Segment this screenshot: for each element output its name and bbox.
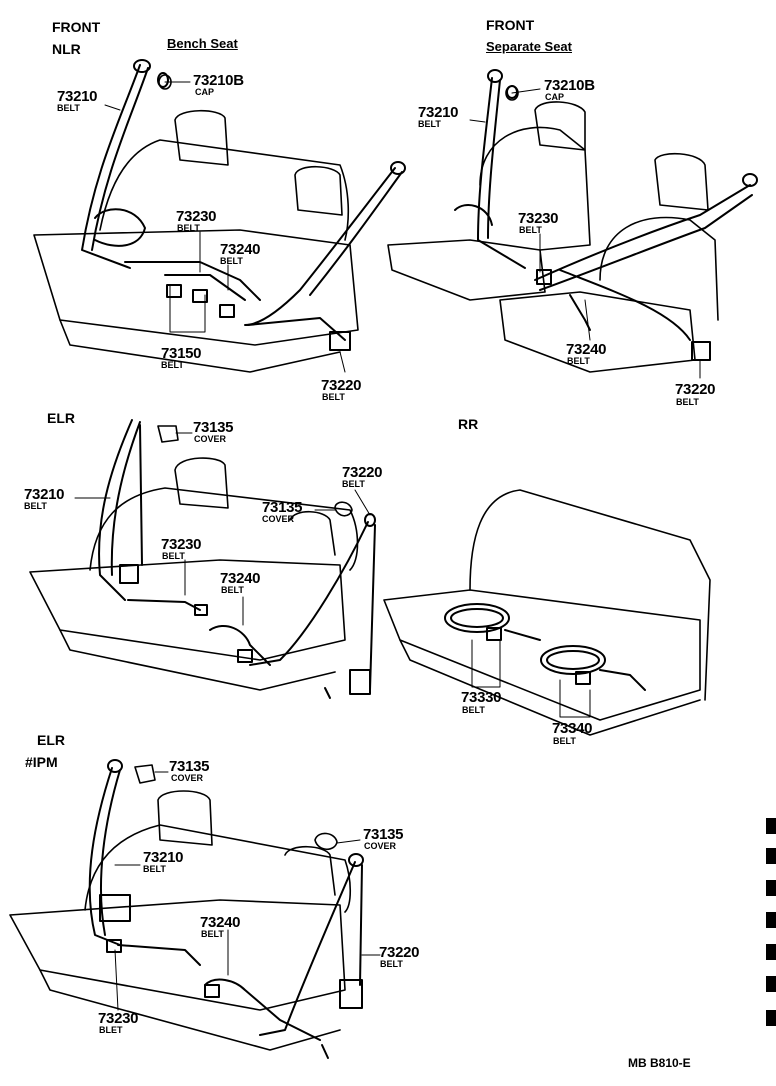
callout-description: CAP xyxy=(545,92,565,102)
callout-description: BELT xyxy=(143,864,166,874)
callout-description: BELT xyxy=(201,929,224,939)
callout-description: BELT xyxy=(553,736,576,746)
front-separate-seats xyxy=(387,101,719,373)
callout-part-number: 73135 xyxy=(169,758,210,775)
cap-cover-symbols xyxy=(134,74,519,851)
elr-bench-seat xyxy=(29,457,359,691)
callout-part-number: 73340 xyxy=(552,720,593,737)
callout-description: BELT xyxy=(322,392,345,402)
callout-part-number: 73330 xyxy=(461,689,502,706)
callout-part-number: 73220 xyxy=(342,464,383,481)
scan-edge-mark xyxy=(766,1010,776,1026)
scan-edge-mark xyxy=(766,912,776,928)
callout-description: BELT xyxy=(418,119,441,129)
callout-description: BELT xyxy=(462,705,485,715)
rr-heading: RR xyxy=(458,416,479,432)
callout-description: BELT xyxy=(57,103,80,113)
callout-description: BELT xyxy=(342,479,365,489)
front-sep-heading: FRONT xyxy=(486,17,535,33)
callout-part-number: 73230 xyxy=(161,536,202,553)
callout-description: BELT xyxy=(162,551,185,561)
callout-description: BELT xyxy=(380,959,403,969)
callout-description: BELT xyxy=(567,356,590,366)
front-nlr-heading: FRONT xyxy=(52,19,101,35)
callout-part-number: 73230 xyxy=(518,210,559,227)
callout-part-number: 73210 xyxy=(143,849,184,866)
callout-description: COVER xyxy=(194,434,227,444)
scan-edge-mark xyxy=(766,944,776,960)
callout-part-number: 73230 xyxy=(176,208,217,225)
callout-part-number: 73135 xyxy=(363,826,404,843)
elr-belts xyxy=(98,419,376,699)
callout-part-number: 73240 xyxy=(566,341,607,358)
callout-part-number: 73210B xyxy=(193,72,244,89)
figure-code: MB B810-E xyxy=(628,1056,691,1070)
rr-belts xyxy=(444,603,646,691)
callout-part-number: 73220 xyxy=(379,944,420,961)
front-nlr-subheading: NLR xyxy=(52,41,81,57)
elr-heading: ELR xyxy=(47,410,75,426)
elr-ipm-belts xyxy=(88,759,364,1059)
callout-description: BLET xyxy=(99,1025,123,1035)
front-nlr-variant: Bench Seat xyxy=(167,36,238,51)
front-nlr-belts xyxy=(81,59,406,351)
callout-description: BELT xyxy=(221,585,244,595)
callout-part-number: 73135 xyxy=(262,499,303,516)
callout-description: COVER xyxy=(262,514,295,524)
callout-part-number: 73220 xyxy=(675,381,716,398)
front-separate-belts xyxy=(454,69,758,361)
callout-part-number: 73210 xyxy=(57,88,98,105)
callout-part-number: 73240 xyxy=(220,570,261,587)
callout-part-number: 73240 xyxy=(200,914,241,931)
elr-ipm-subheading: #IPM xyxy=(25,754,58,770)
callout-part-number: 73150 xyxy=(161,345,202,362)
callout-description: COVER xyxy=(171,773,204,783)
callout-description: BELT xyxy=(177,223,200,233)
elr-ipm-bench-seat xyxy=(9,790,352,1051)
callout-part-number: 73135 xyxy=(193,419,234,436)
callout-description: CAP xyxy=(195,87,215,97)
scan-edge-mark xyxy=(766,818,776,834)
rr-bench-seat xyxy=(383,489,711,736)
callout-description: BELT xyxy=(220,256,243,266)
front-sep-variant: Separate Seat xyxy=(486,39,572,54)
callout-part-number: 73240 xyxy=(220,241,261,258)
leader-lines xyxy=(74,81,701,1011)
callout-description: BELT xyxy=(24,501,47,511)
callout-description: COVER xyxy=(364,841,397,851)
callout-part-number: 73210 xyxy=(418,104,459,121)
scan-edge-mark xyxy=(766,880,776,896)
callout-part-number: 73220 xyxy=(321,377,362,394)
callout-part-number: 73230 xyxy=(98,1010,139,1027)
callout-part-number: 73210B xyxy=(544,77,595,94)
scan-edge-mark xyxy=(766,848,776,864)
elr-ipm-heading: ELR xyxy=(37,732,65,748)
scan-edge-mark xyxy=(766,976,776,992)
callout-part-number: 73210 xyxy=(24,486,65,503)
callout-description: BELT xyxy=(519,225,542,235)
callout-description: BELT xyxy=(676,397,699,407)
front-nlr-bench-seat xyxy=(33,109,359,373)
callout-description: BELT xyxy=(161,360,184,370)
